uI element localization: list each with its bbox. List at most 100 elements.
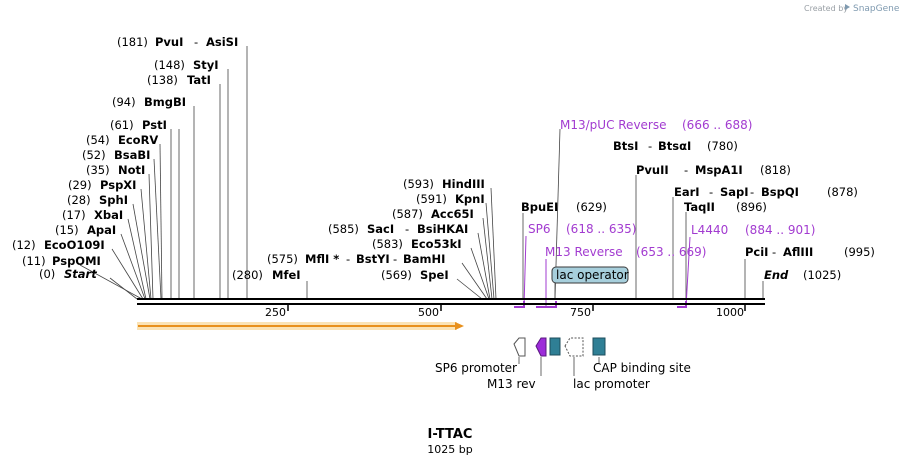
snapgene-brand: SnapGene — [853, 4, 900, 14]
enzyme-pos: (587) — [392, 207, 423, 221]
enzyme-name: EcoO109I — [44, 238, 105, 252]
sp6-promoter-label: SP6 promoter — [435, 361, 517, 375]
enzyme-name: PvuI — [155, 35, 183, 49]
enzyme-pos: (94) — [112, 95, 136, 109]
tick-label: 750 — [570, 306, 591, 319]
primer-range: (666 .. 688) — [682, 118, 752, 132]
enzyme-pos: (15) — [55, 223, 79, 237]
enzyme-name: PvuII — [636, 163, 669, 177]
enzyme-name: PstI — [142, 118, 167, 132]
enzyme-pos: (591) — [416, 192, 447, 206]
enzyme-alt-name: MspA1I — [695, 163, 743, 177]
enzyme-pos: (29) — [68, 178, 92, 192]
feature-lac-operator: lac operator — [551, 266, 629, 299]
enzyme-pos: (585) — [328, 222, 359, 236]
enzyme-alt-name: AsiSI — [206, 35, 238, 49]
enzyme-name: EcoRV — [118, 133, 158, 147]
enzyme-name: TaqII — [684, 200, 715, 214]
svg-text:-: - — [393, 252, 397, 266]
enzyme-name: BmgBI — [144, 95, 186, 109]
enzyme-ecorv: (54) EcoRV — [86, 133, 158, 147]
enzyme-pos: (629) — [576, 200, 607, 214]
enzyme-spei: (569) SpeI — [381, 268, 449, 282]
ruler: 250 500 750 1000 — [265, 305, 746, 319]
enzyme-name: EarI — [674, 185, 700, 199]
enzyme-leader-lines — [79, 46, 764, 300]
primer-l4440: L4440 (884 .. 901) — [691, 223, 815, 237]
enzyme-pos: (28) — [67, 193, 91, 207]
primer-range: (618 .. 635) — [566, 222, 636, 236]
enzyme-eco0109i: (12) EcoO109I — [12, 238, 105, 252]
enzyme-alt-name: BsiHKAI — [417, 222, 468, 236]
enzyme-pos: (0) — [39, 267, 55, 281]
enzyme-pos: (818) — [760, 163, 791, 177]
enzyme-bpuei: BpuEI (629) — [521, 200, 607, 214]
tick-label: 1000 — [716, 306, 744, 319]
enzyme-name: KpnI — [455, 192, 485, 206]
svg-text:-: - — [684, 163, 688, 177]
svg-text:-: - — [772, 245, 776, 259]
svg-text:-: - — [750, 185, 754, 199]
enzyme-kpni: (591) KpnI — [416, 192, 485, 206]
enzyme-psti: (61) PstI — [110, 118, 167, 132]
enzyme-name: BsaBI — [114, 148, 150, 162]
enzyme-name: Start — [64, 267, 97, 281]
plasmid-length: 1025 bp — [427, 443, 472, 456]
enzyme-pspxi: (29) PspXI — [68, 178, 136, 192]
svg-text:-: - — [709, 185, 713, 199]
enzyme-alt2-name: BamHI — [403, 252, 445, 266]
enzyme-xbai: (17) XbaI — [62, 208, 123, 222]
lac-operator-label: lac operator — [556, 268, 629, 282]
primer-m13-reverse: M13 Reverse (653 .. 669) — [545, 245, 706, 259]
enzyme-pos: (12) — [12, 238, 36, 252]
enzyme-name: PspOMI — [52, 254, 101, 268]
enzyme-pvuii: PvuII - MspA1I (818) — [636, 163, 791, 177]
primer-name: M13/pUC Reverse — [560, 118, 667, 132]
svg-text:-: - — [346, 252, 350, 266]
svg-text:-: - — [648, 139, 652, 153]
enzyme-name: StyI — [193, 58, 219, 72]
enzyme-alt-name: SapI — [720, 185, 749, 199]
primer-range: (653 .. 669) — [636, 245, 706, 259]
enzyme-alt-name: BtsαI — [658, 139, 691, 153]
enzyme-alt-name: AflIII — [783, 245, 813, 259]
cap-binding-site-label: CAP binding site — [593, 361, 691, 375]
enzyme-tati: (138) TatI — [147, 73, 211, 87]
enzyme-saci: (585) SacI - BsiHKAI — [328, 222, 468, 236]
enzyme-pos: (61) — [110, 118, 134, 132]
enzyme-pos: (17) — [62, 208, 86, 222]
enzyme-pos: (54) — [86, 133, 110, 147]
enzyme-name: End — [764, 268, 789, 282]
enzyme-name: MfeI — [272, 268, 301, 282]
tick-label: 500 — [418, 306, 439, 319]
enzyme-pspomi: (11) PspOMI — [22, 254, 101, 268]
enzyme-pos: (583) — [372, 237, 403, 251]
enzyme-taqii: TaqII (896) — [684, 200, 767, 214]
sequence-backbone — [137, 298, 765, 305]
enzyme-name: NotI — [118, 163, 145, 177]
plasmid-name: I-TTAC — [428, 427, 473, 442]
enzyme-pos: (35) — [86, 163, 110, 177]
enzyme-pcii: PciI - AflIII (995) — [745, 245, 875, 259]
created-by-label: Created by — [804, 4, 848, 13]
enzyme-start: (0) Start — [39, 267, 97, 281]
enzyme-pos: (181) — [117, 35, 148, 49]
enzyme-pos: (569) — [381, 268, 412, 282]
enzyme-pos: (138) — [147, 73, 178, 87]
enzyme-name: XbaI — [94, 208, 123, 222]
enzyme-sphi: (28) SphI — [67, 193, 128, 207]
enzyme-pvui: (181) PvuI - AsiSI — [117, 35, 238, 49]
enzyme-name: MflI * — [305, 252, 339, 266]
enzyme-pos: (575) — [267, 252, 298, 266]
enzyme-eari: EarI - SapI - BspQI (878) — [674, 185, 858, 199]
enzyme-alt2-name: BspQI — [761, 185, 799, 199]
cap-binding-site-glyph — [592, 337, 606, 356]
enzyme-name: Eco53kI — [411, 237, 462, 251]
primer-range: (884 .. 901) — [745, 223, 815, 237]
enzyme-alt-name: BstYI — [356, 252, 390, 266]
enzyme-name: BtsI — [613, 139, 638, 153]
sp6-promoter-glyph — [513, 337, 526, 357]
enzyme-acc65i: (587) Acc65I — [392, 207, 474, 221]
m13-rev-glyph — [535, 337, 547, 357]
